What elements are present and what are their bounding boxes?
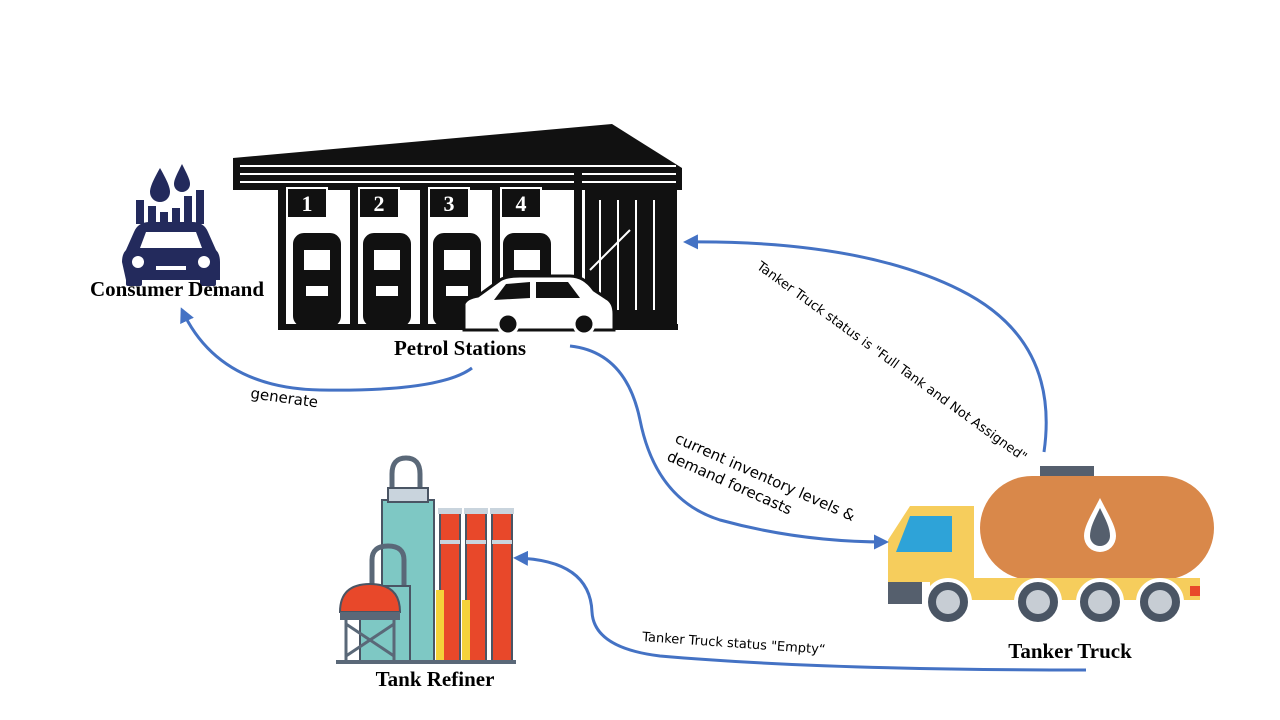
pump-number-3: 3: [444, 191, 455, 216]
petrol-station-icon: 1 2 3 4: [233, 124, 682, 336]
consumer-demand-icon: [122, 164, 220, 286]
pump-number-2: 2: [374, 191, 385, 216]
tank-refiner-icon: [336, 455, 516, 664]
arrow-empty: [513, 550, 1087, 672]
petrol-stations-label: Petrol Stations: [394, 336, 526, 360]
arrow-full-tank: [683, 234, 1048, 453]
tanker-truck-icon: [888, 466, 1214, 626]
tank-refiner-label: Tank Refiner: [376, 667, 495, 691]
consumer-demand-label: Consumer Demand: [90, 277, 264, 301]
pump-number-1: 1: [302, 191, 313, 216]
tanker-truck-label: Tanker Truck: [1008, 639, 1132, 663]
arrow-generate: [180, 307, 473, 392]
arrow-inventory: [569, 344, 889, 550]
pump-number-4: 4: [516, 191, 527, 216]
edge-label-empty: Tanker Truck status "Empty“: [641, 630, 826, 658]
edge-label-full-tank: Tanker Truck status is "Full Tank and No…: [753, 259, 1029, 466]
